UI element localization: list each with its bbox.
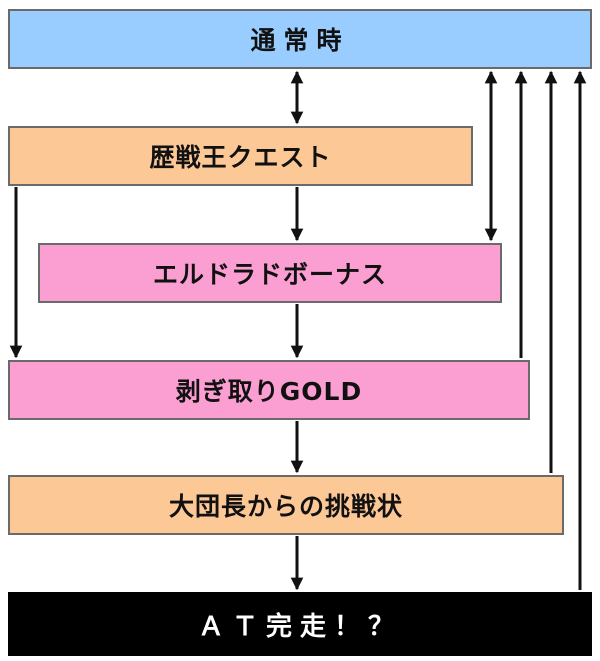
node-eldorado-bonus: エルドラドボーナス [38,243,502,303]
node-at-complete: ＡＴ完走！？ [8,592,592,656]
node-normal-time: 通常時 [8,9,592,69]
node-rekisen-quest: 歴戦王クエスト [8,126,473,186]
node-hagitori-gold: 剥ぎ取りGOLD [8,360,530,420]
node-daidancho-challenge: 大団長からの挑戦状 [8,475,564,535]
